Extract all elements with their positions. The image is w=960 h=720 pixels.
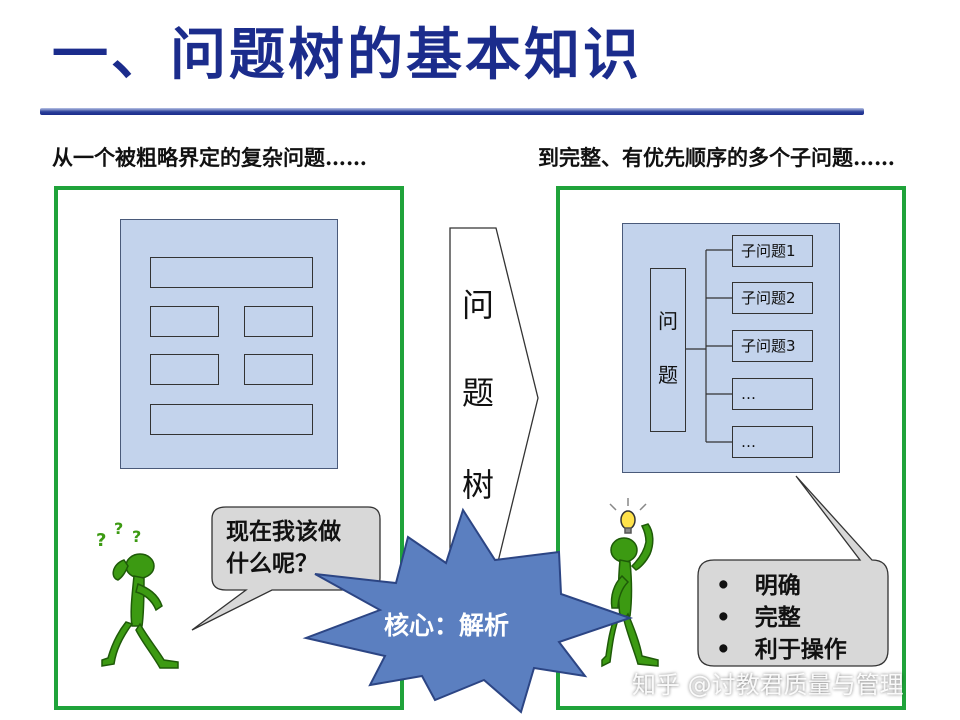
burst-label: 核心：解析 <box>384 611 510 640</box>
left-bubble-text: 现在我该做 什么呢？ <box>226 516 341 580</box>
left-bubble-line-2: 什么呢？ <box>226 550 318 577</box>
rough-block-3 <box>244 306 313 337</box>
watermark-text: 知乎 @讨教君质量与管理 <box>632 671 904 699</box>
idea-figure-icon <box>601 498 659 668</box>
arrow-char-3: 树 <box>461 466 494 504</box>
bullet-item-1: • 明确 <box>716 570 847 602</box>
rough-block-4 <box>150 354 219 385</box>
left-bubble-line-1: 现在我该做 <box>226 518 341 545</box>
title-underline <box>40 108 864 115</box>
confused-figure-icon: ? ? ? <box>96 520 179 669</box>
arrow-char-1: 问 <box>461 286 494 324</box>
rough-block-1 <box>150 257 313 288</box>
bullet-dot: • <box>716 636 755 663</box>
right-caption: 到完整、有优先顺序的多个子问题…… <box>538 145 895 170</box>
bullet-text-2: 完整 <box>754 604 801 631</box>
subproblem-3: 子问题3 <box>732 330 813 362</box>
problem-tree-arrow <box>449 227 539 571</box>
bullet-dot: • <box>716 604 755 631</box>
tree-root-box: 问 题 <box>650 268 686 432</box>
subproblem-5: … <box>732 426 813 458</box>
arrow-char-2: 题 <box>461 374 494 412</box>
rough-block-5 <box>244 354 313 385</box>
svg-text:?: ? <box>132 527 141 546</box>
rough-block-6 <box>150 404 313 435</box>
svg-text:?: ? <box>96 530 106 551</box>
bullet-text-3: 利于操作 <box>754 636 847 663</box>
subproblem-2: 子问题2 <box>732 282 813 314</box>
left-caption: 从一个被粗略界定的复杂问题…… <box>52 145 367 170</box>
tree-root-char-1: 问 <box>658 309 678 333</box>
svg-text:?: ? <box>114 520 123 538</box>
bullet-text-1: 明确 <box>754 572 801 599</box>
subproblem-1: 子问题1 <box>732 235 813 267</box>
subproblem-4: … <box>732 378 813 410</box>
bullet-dot: • <box>716 572 755 599</box>
right-bubble-list: • 明确 • 完整 • 利于操作 <box>716 570 847 666</box>
tree-root-char-2: 题 <box>658 363 678 387</box>
bullet-item-3: • 利于操作 <box>716 634 847 666</box>
rough-block-2 <box>150 306 219 337</box>
page-title: 一、问题树的基本知识 <box>52 23 642 88</box>
bullet-item-2: • 完整 <box>716 602 847 634</box>
